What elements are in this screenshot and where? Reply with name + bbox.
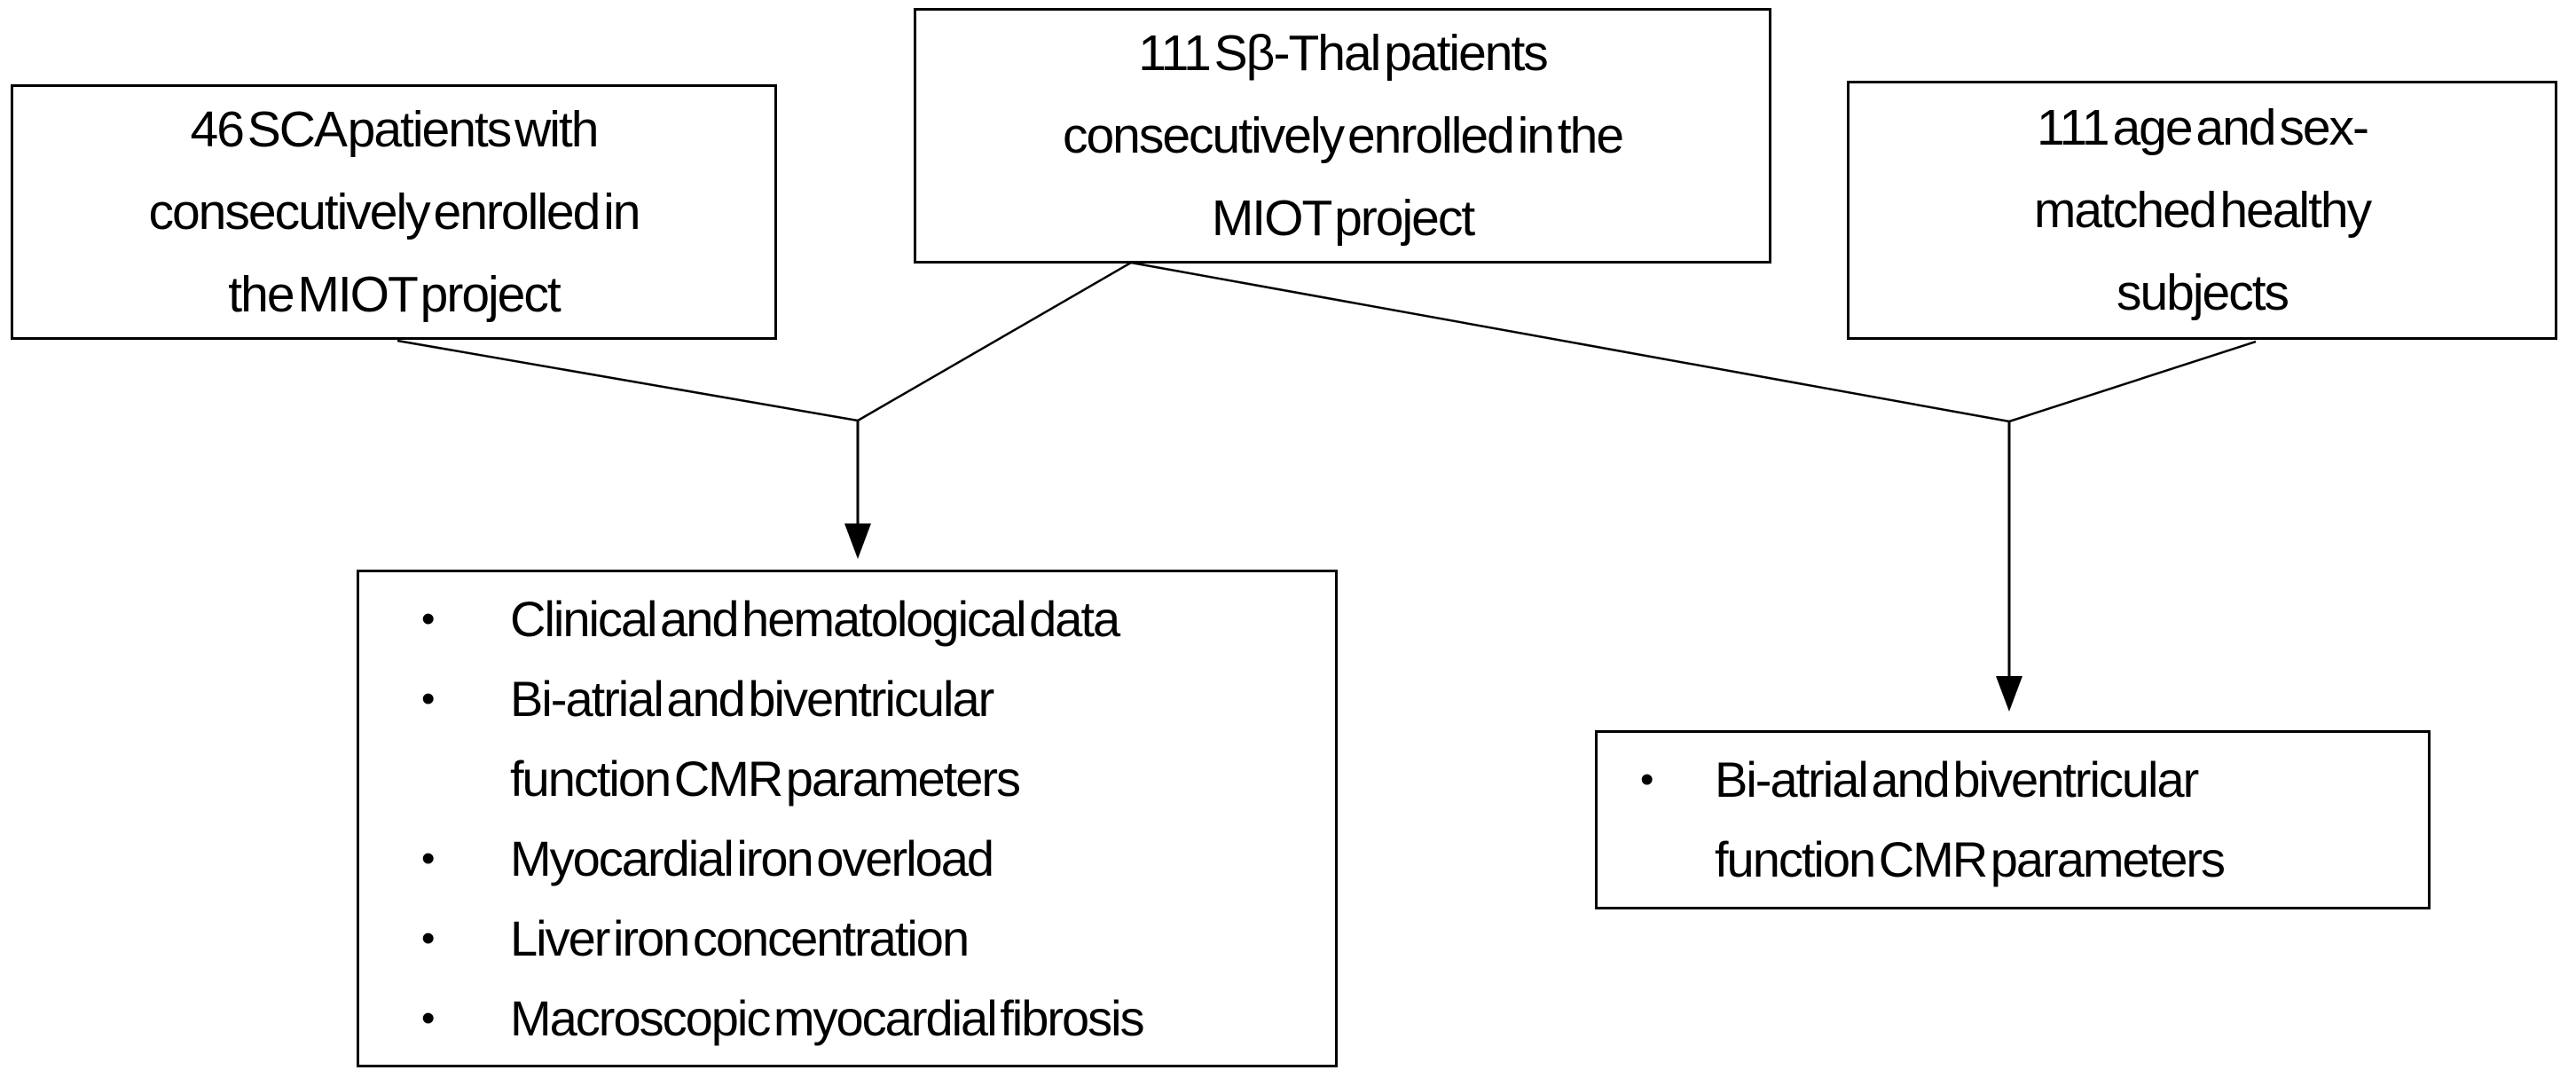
list-item: • Liver iron concentration bbox=[411, 899, 1317, 979]
list-item-text: Bi-atrial and biventricular function CMR… bbox=[1715, 752, 2226, 887]
box-healthy-line-1: 111 age and sex- bbox=[2036, 98, 2369, 156]
list-item: • Macroscopic myocardial fibrosis bbox=[411, 979, 1317, 1058]
connector-healthy-to-right-junction bbox=[2008, 340, 2257, 423]
connector-sca-to-left-junction bbox=[397, 339, 859, 422]
bullet-icon: • bbox=[1640, 758, 1653, 801]
bullet-icon: • bbox=[421, 836, 435, 880]
box-sbthal-line-2: consecutively enrolled in the bbox=[1062, 106, 1624, 164]
list-item-text: Myocardial iron overload bbox=[510, 830, 994, 886]
list-item-text: Liver iron concentration bbox=[510, 909, 970, 966]
box-sca-patients: 46 SCA patients with consecutively enrol… bbox=[11, 84, 777, 340]
list-item-text: Bi-atrial and biventricular function CMR… bbox=[510, 670, 1021, 807]
list-item-text: Clinical and hematological data bbox=[510, 590, 1120, 647]
box-sbthal-line-1: 111 Sβ-Thal patients bbox=[1138, 24, 1549, 82]
patient-assessments-list: • Clinical and hematological data • Bi-a… bbox=[411, 579, 1317, 1058]
box-sbthal-line-3: MIOT project bbox=[1211, 189, 1475, 247]
list-item: • Bi-atrial and biventricular function C… bbox=[411, 659, 1317, 819]
box-sca-line-3: the MIOT project bbox=[228, 265, 561, 323]
list-item: • Clinical and hematological data bbox=[411, 579, 1317, 659]
box-sbthal-patients: 111 Sβ-Thal patients consecutively enrol… bbox=[914, 8, 1771, 264]
list-item-text: Macroscopic myocardial fibrosis bbox=[510, 989, 1145, 1046]
list-item: • Bi-atrial and biventricular function C… bbox=[1630, 740, 2414, 900]
bullet-icon: • bbox=[421, 596, 435, 641]
healthy-assessments-list: • Bi-atrial and biventricular function C… bbox=[1630, 740, 2414, 900]
box-healthy-assessments: • Bi-atrial and biventricular function C… bbox=[1595, 730, 2431, 909]
left-arrow-head bbox=[844, 523, 871, 559]
box-sca-line-2: consecutively enrolled in bbox=[148, 183, 640, 240]
right-arrow-head bbox=[1996, 676, 2022, 712]
box-healthy-line-3: subjects bbox=[2116, 264, 2289, 321]
box-sca-line-1: 46 SCA patients with bbox=[190, 100, 600, 158]
bullet-icon: • bbox=[421, 916, 435, 960]
box-healthy-subjects: 111 age and sex- matched healthy subject… bbox=[1847, 81, 2557, 340]
box-patient-assessments: • Clinical and hematological data • Bi-a… bbox=[357, 570, 1338, 1067]
bullet-icon: • bbox=[421, 996, 435, 1040]
bullet-icon: • bbox=[421, 676, 435, 720]
box-healthy-line-2: matched healthy bbox=[2033, 181, 2372, 239]
connector-sbthal-to-left-junction bbox=[857, 261, 1132, 422]
list-item: • Myocardial iron overload bbox=[411, 819, 1317, 899]
